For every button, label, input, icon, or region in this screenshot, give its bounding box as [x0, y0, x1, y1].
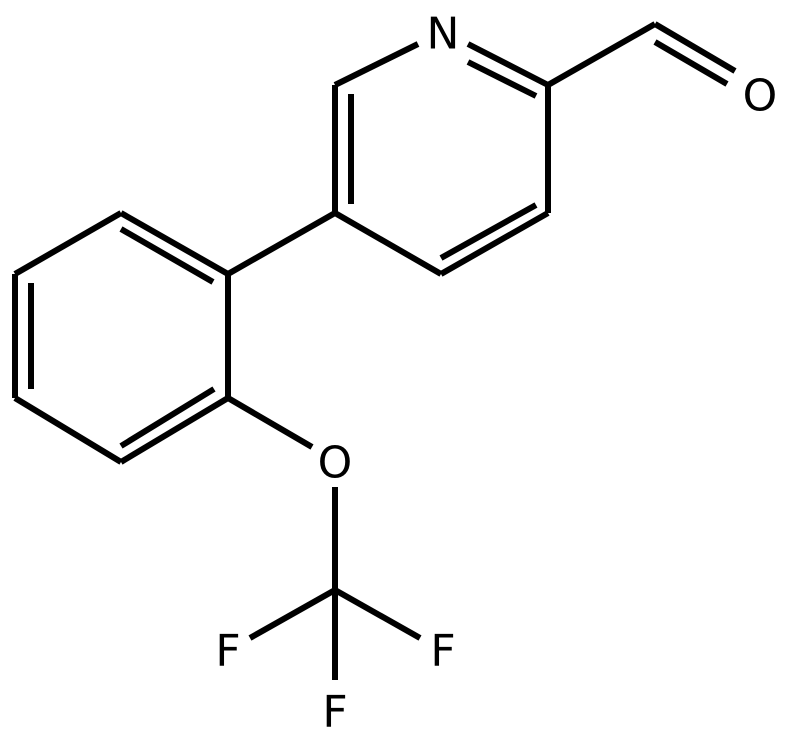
- bond-cf3-fright: [333, 587, 422, 641]
- aldehyde-group: [546, 21, 737, 88]
- atom-f-right-label: F: [430, 626, 455, 677]
- bond-b1-b2: [119, 210, 230, 277]
- bond-b4-b5: [13, 395, 123, 465]
- bond-b5-b6: [119, 395, 230, 465]
- benzene-ring: [12, 210, 231, 465]
- atom-f-bottom-label: F: [322, 687, 347, 738]
- bond-c3-n: [333, 41, 420, 88]
- pyridine-ring: [332, 41, 551, 277]
- bond-c1-cho: [546, 21, 657, 88]
- atom-f-left-label: F: [215, 626, 240, 677]
- bond-biaryl: [226, 210, 337, 277]
- bond-b2-b3: [13, 210, 123, 277]
- bond-cho-o-inner: [653, 39, 729, 87]
- bond-b5-b6-inner: [119, 386, 216, 449]
- bond-c2-c5: [439, 210, 550, 277]
- bond-b1-b2-inner: [119, 226, 215, 285]
- bond-c2-c5-inner: [439, 202, 538, 261]
- bond-cf3-fleft: [248, 587, 337, 641]
- bond-n-c1-inner: [466, 59, 538, 99]
- bond-c5-c4: [333, 210, 443, 277]
- atom-o-ether-label: O: [318, 438, 353, 489]
- trifluoromethoxy-group: [226, 395, 422, 680]
- atom-o-aldehyde-label: O: [743, 71, 778, 122]
- bond-n-c1: [466, 41, 550, 88]
- bond-cho-o: [653, 21, 737, 74]
- bond-b6-oether: [226, 395, 314, 450]
- atom-n-label: N: [427, 9, 460, 60]
